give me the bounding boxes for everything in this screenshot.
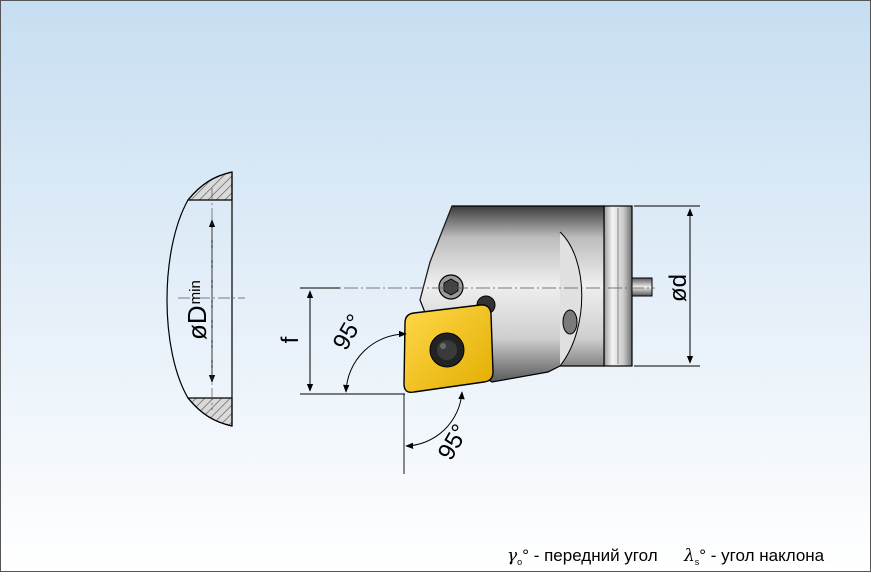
cutting-insert bbox=[403, 304, 494, 394]
f-label: f bbox=[277, 336, 304, 343]
d-dimension bbox=[634, 205, 700, 367]
legend-inclination-angle: λs° - угол наклона bbox=[683, 546, 825, 567]
f-dimension bbox=[300, 287, 405, 395]
d-min-label: øDmin bbox=[182, 280, 212, 340]
legend-rake-angle: γo° - передний угол bbox=[507, 546, 658, 567]
boring-bar bbox=[419, 205, 653, 383]
legend: γo° - передний угол λs° - угол наклона bbox=[507, 546, 825, 567]
bore-section bbox=[166, 171, 245, 427]
lower-angle-arc bbox=[405, 391, 465, 449]
d-label: ød bbox=[665, 274, 692, 302]
upper-angle-arc bbox=[343, 330, 407, 393]
